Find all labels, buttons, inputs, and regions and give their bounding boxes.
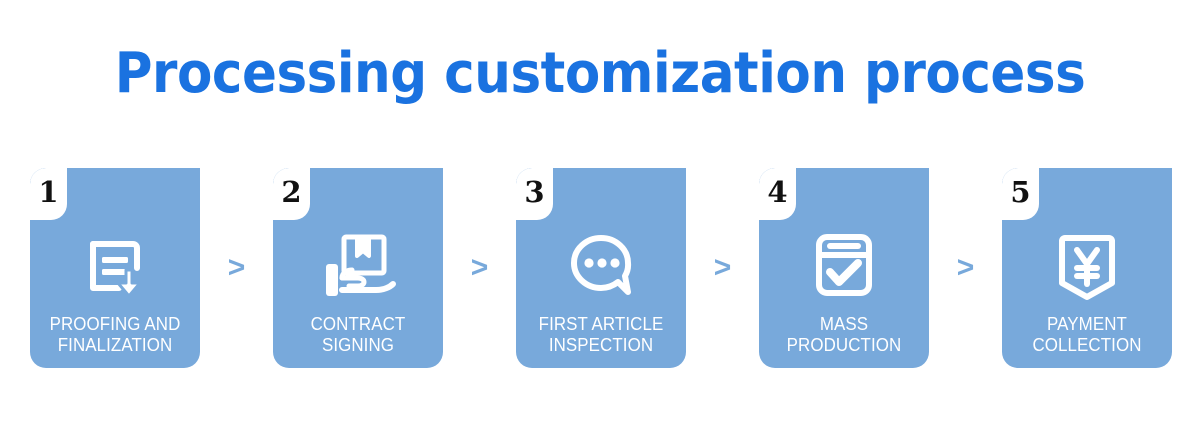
step-number-5: 5 xyxy=(1010,175,1031,209)
flow-separator-2: > xyxy=(470,251,489,284)
step-label-1: PROOFING AND FINALIZATION xyxy=(49,314,181,356)
step-label-5: PAYMENT COLLECTION xyxy=(1032,314,1142,356)
hand-holding-box-icon xyxy=(273,218,443,313)
step-number-2: 2 xyxy=(281,175,302,209)
step-label-3: FIRST ARTICLE INSPECTION xyxy=(538,314,664,356)
step-number-badge-3: 3 xyxy=(516,168,553,220)
document-download-icon xyxy=(30,218,200,313)
flow-separator-1: > xyxy=(227,251,246,284)
step-number-badge-1: 1 xyxy=(30,168,67,220)
process-step-1[interactable]: 1 PROOFING AND FINALIZATION xyxy=(30,168,200,368)
flow-separator-3: > xyxy=(713,251,732,284)
step-number-badge-4: 4 xyxy=(759,168,796,220)
step-number-4: 4 xyxy=(767,175,788,209)
step-label-4: MASS PRODUCTION xyxy=(786,314,902,356)
page-title: Processing customization process xyxy=(114,41,1086,106)
process-step-3[interactable]: 3 FIRST ARTICLE INSPECTION xyxy=(516,168,686,368)
step-number-3: 3 xyxy=(524,175,545,209)
process-step-5[interactable]: 5 PAYMENT COLLECTION xyxy=(1002,168,1172,368)
process-step-4[interactable]: 4 MASS PRODUCTION xyxy=(759,168,929,368)
yen-pouch-icon xyxy=(1002,218,1172,313)
step-number-badge-2: 2 xyxy=(273,168,310,220)
calendar-check-icon xyxy=(759,218,929,313)
flow-separator-4: > xyxy=(956,251,975,284)
speech-bubble-dots-icon xyxy=(516,218,686,313)
step-label-2: CONTRACT SIGNING xyxy=(310,314,406,356)
step-number-badge-5: 5 xyxy=(1002,168,1039,220)
process-step-2[interactable]: 2 CONTRACT SIGNING xyxy=(273,168,443,368)
process-flow: 1 PROOFING AND FINALIZATION > 2 xyxy=(30,168,1172,368)
step-number-1: 1 xyxy=(38,175,59,209)
